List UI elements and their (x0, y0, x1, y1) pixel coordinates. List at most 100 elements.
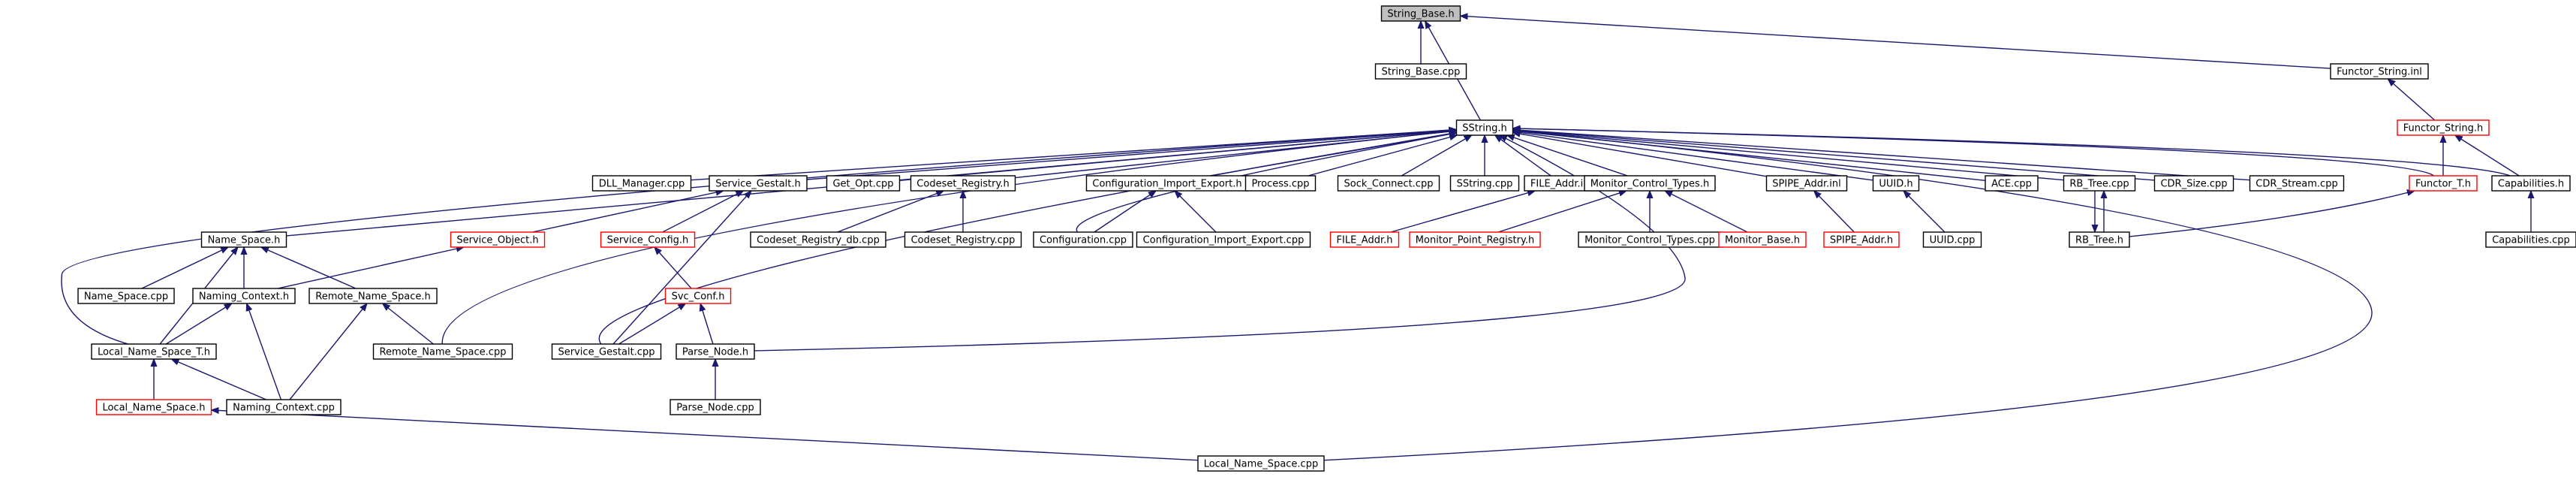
node-box[interactable] (2063, 175, 2136, 192)
node-get_opt_cpp[interactable]: Get_Opt.cpp (826, 175, 901, 192)
node-box[interactable] (1380, 5, 1461, 22)
node-remote_name_space_h[interactable]: Remote_Name_Space.h (308, 288, 438, 304)
node-sock_connect_cpp[interactable]: Sock_Connect.cpp (1337, 175, 1440, 192)
node-box[interactable] (1872, 175, 1920, 192)
node-monitor_base_h[interactable]: Monitor_Base.h (1718, 231, 1807, 248)
node-label: CDR_Stream.cpp (2256, 179, 2337, 190)
node-spipe_addr_h[interactable]: SPIPE_Addr.h (1823, 231, 1900, 248)
node-dll_manager_cpp[interactable]: DLL_Manager.cpp (591, 175, 692, 192)
node-box[interactable] (1449, 175, 1520, 192)
node-box[interactable] (709, 175, 808, 192)
node-parse_node_cpp[interactable]: Parse_Node.cpp (670, 399, 761, 415)
node-box[interactable] (1718, 231, 1807, 248)
node-codeset_registry_db_cpp[interactable]: Codeset_Registry_db.cpp (750, 231, 886, 248)
node-name_space_h[interactable]: Name_Space.h (200, 231, 287, 248)
node-cdr_stream_cpp[interactable]: CDR_Stream.cpp (2249, 175, 2345, 192)
node-box[interactable] (95, 399, 212, 415)
node-service_config_h[interactable]: Service_Config.h (600, 231, 696, 248)
node-service_gestalt_cpp[interactable]: Service_Gestalt.cpp (551, 343, 662, 360)
node-functor_string_inl[interactable]: Functor_String.inl (2330, 63, 2429, 80)
node-box[interactable] (77, 288, 175, 304)
node-capabilities_cpp[interactable]: Capabilities.cpp (2485, 231, 2576, 248)
node-sstring_cpp[interactable]: SString.cpp (1449, 175, 1520, 192)
node-box[interactable] (91, 343, 217, 360)
node-box[interactable] (2409, 175, 2478, 192)
node-ace_cpp[interactable]: ACE.cpp (1985, 175, 2039, 192)
node-monitor_control_types_h[interactable]: Monitor_Control_Types.h (1584, 175, 1716, 192)
node-label: DLL_Manager.cpp (599, 179, 685, 190)
node-name_space_cpp[interactable]: Name_Space.cpp (77, 288, 175, 304)
node-box[interactable] (1922, 231, 1982, 248)
node-box[interactable] (664, 288, 732, 304)
node-configuration_cpp[interactable]: Configuration.cpp (1033, 231, 1133, 248)
node-box[interactable] (600, 231, 696, 248)
node-sstring_h[interactable]: SString.h (1455, 119, 1514, 136)
node-configuration_import_export_cpp[interactable]: Configuration_Import_Export.cpp (1136, 231, 1311, 248)
node-box[interactable] (200, 231, 287, 248)
node-box[interactable] (1765, 175, 1848, 192)
node-naming_context_h[interactable]: Naming_Context.h (192, 288, 296, 304)
node-box[interactable] (1455, 119, 1514, 136)
node-box[interactable] (2330, 63, 2429, 80)
node-box[interactable] (2069, 231, 2130, 248)
node-box[interactable] (226, 399, 342, 415)
node-monitor_point_registry_h[interactable]: Monitor_Point_Registry.h (1409, 231, 1541, 248)
node-box[interactable] (192, 288, 296, 304)
node-cdr_size_cpp[interactable]: CDR_Size.cpp (2153, 175, 2234, 192)
node-string_base_cpp[interactable]: String_Base.cpp (1374, 63, 1467, 80)
node-box[interactable] (372, 343, 513, 360)
node-functor_string_h[interactable]: Functor_String.h (2397, 119, 2490, 136)
node-box[interactable] (591, 175, 692, 192)
node-box[interactable] (826, 175, 901, 192)
node-remote_name_space_cpp[interactable]: Remote_Name_Space.cpp (372, 343, 513, 360)
node-uuid_cpp[interactable]: UUID.cpp (1922, 231, 1982, 248)
node-codeset_registry_cpp[interactable]: Codeset_Registry.cpp (904, 231, 1022, 248)
node-box[interactable] (750, 231, 886, 248)
node-service_object_h[interactable]: Service_Object.h (450, 231, 546, 248)
node-box[interactable] (1033, 231, 1133, 248)
node-box[interactable] (1374, 63, 1467, 80)
node-box[interactable] (2485, 231, 2576, 248)
node-label: Functor_T.h (2415, 179, 2471, 190)
node-box[interactable] (1823, 231, 1900, 248)
node-box[interactable] (670, 399, 761, 415)
node-naming_context_cpp[interactable]: Naming_Context.cpp (226, 399, 342, 415)
node-local_name_space_t_h[interactable]: Local_Name_Space_T.h (91, 343, 217, 360)
node-box[interactable] (2153, 175, 2234, 192)
node-box[interactable] (551, 343, 662, 360)
node-box[interactable] (904, 231, 1022, 248)
node-box[interactable] (1985, 175, 2039, 192)
node-rb_tree_cpp[interactable]: RB_Tree.cpp (2063, 175, 2136, 192)
node-capabilities_h[interactable]: Capabilities.h (2491, 175, 2571, 192)
node-box[interactable] (1337, 175, 1440, 192)
node-file_addr_inl[interactable]: FILE_Addr.inl (1524, 175, 1599, 192)
node-configuration_import_export_h[interactable]: Configuration_Import_Export.h (1085, 175, 1249, 192)
node-box[interactable] (2249, 175, 2345, 192)
node-box[interactable] (450, 231, 546, 248)
node-process_cpp[interactable]: Process.cpp (1244, 175, 1317, 192)
node-box[interactable] (1584, 175, 1716, 192)
node-box[interactable] (676, 343, 755, 360)
node-box[interactable] (1244, 175, 1317, 192)
node-spipe_addr_inl[interactable]: SPIPE_Addr.inl (1765, 175, 1848, 192)
node-local_name_space_cpp[interactable]: Local_Name_Space.cpp (1197, 455, 1325, 472)
node-box[interactable] (1329, 231, 1400, 248)
node-string_base_h[interactable]: String_Base.h (1380, 5, 1461, 22)
node-box[interactable] (910, 175, 1016, 192)
node-codeset_registry_h[interactable]: Codeset_Registry.h (910, 175, 1016, 192)
node-uuid_h[interactable]: UUID.h (1872, 175, 1920, 192)
node-box[interactable] (1136, 231, 1311, 248)
node-parse_node_h[interactable]: Parse_Node.h (676, 343, 755, 360)
node-box[interactable] (2397, 119, 2490, 136)
node-box[interactable] (308, 288, 438, 304)
node-functor_t_h[interactable]: Functor_T.h (2409, 175, 2478, 192)
node-box[interactable] (2491, 175, 2571, 192)
node-file_addr_h[interactable]: FILE_Addr.h (1329, 231, 1400, 248)
node-monitor_control_types_cpp[interactable]: Monitor_Control_Types.cpp (1578, 231, 1722, 248)
node-box[interactable] (1409, 231, 1541, 248)
node-box[interactable] (1197, 455, 1325, 472)
node-svc_conf_h[interactable]: Svc_Conf.h (664, 288, 732, 304)
node-service_gestalt_h[interactable]: Service_Gestalt.h (709, 175, 808, 192)
node-local_name_space_h[interactable]: Local_Name_Space.h (95, 399, 212, 415)
node-rb_tree_h[interactable]: RB_Tree.h (2069, 231, 2130, 248)
